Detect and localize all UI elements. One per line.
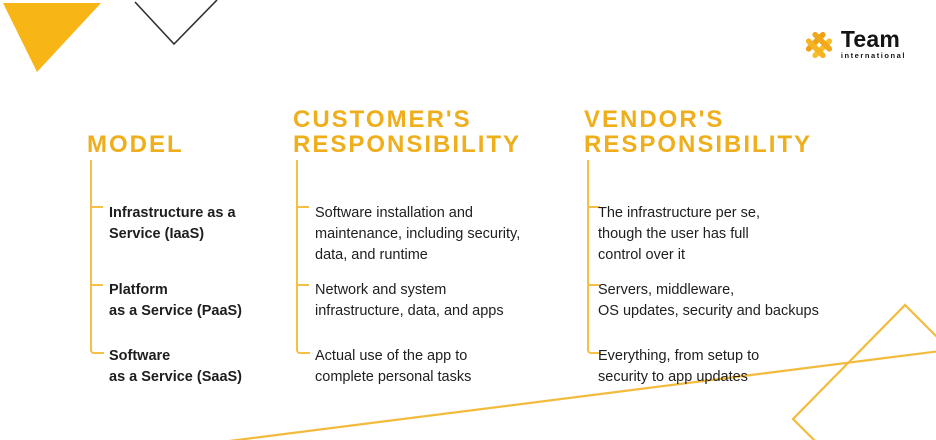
bracket-tick: [90, 206, 103, 208]
team-asterisk-icon: [805, 31, 832, 59]
row-saas-customer: Actual use of the app to complete person…: [315, 346, 471, 388]
item-line: as a Service (SaaS): [109, 369, 243, 385]
item-line: Everything, from setup to: [598, 348, 760, 364]
item-line: as a Service (PaaS): [109, 303, 243, 319]
item-line: Platform: [109, 282, 168, 298]
item-line: Actual use of the app to: [315, 348, 468, 364]
item-line: maintenance, including security,: [315, 226, 521, 242]
row-iaas-vendor: The infrastructure per se, though the us…: [598, 203, 760, 266]
item-line: Software: [109, 348, 171, 364]
bracket-line: [90, 160, 104, 354]
item-line: security to app updates: [598, 369, 748, 385]
item-line: Infrastructure as a: [109, 205, 236, 221]
item-line: though the user has full: [598, 226, 749, 242]
item-line: complete personal tasks: [315, 369, 472, 385]
rotated-rectangle-decoration-icon: [791, 303, 936, 440]
header-line: VENDOR'S: [584, 106, 725, 133]
item-line: Software installation and: [315, 205, 473, 221]
yellow-triangle-decoration-icon: [3, 3, 101, 72]
row-saas-vendor: Everything, from setup to security to ap…: [598, 346, 759, 388]
header-line: MODEL: [87, 131, 184, 158]
column-header-model: MODEL: [87, 132, 184, 157]
row-paas-customer: Network and system infrastructure, data,…: [315, 280, 504, 322]
item-line: The infrastructure per se,: [598, 205, 760, 221]
row-saas-model: Software as a Service (SaaS): [109, 346, 242, 388]
bracket-tick: [587, 206, 600, 208]
team-international-logo: Team international: [804, 28, 906, 60]
bracket-tick: [90, 284, 103, 286]
item-line: data, and runtime: [315, 247, 428, 263]
bracket-tick: [296, 284, 309, 286]
item-line: control over it: [598, 247, 686, 263]
bracket-line: [296, 160, 310, 354]
item-line: Network and system: [315, 282, 447, 298]
row-paas-model: Platform as a Service (PaaS): [109, 280, 242, 322]
row-iaas-customer: Software installation and maintenance, i…: [315, 203, 520, 266]
item-line: infrastructure, data, and apps: [315, 303, 504, 319]
row-paas-vendor: Servers, middleware, OS updates, securit…: [598, 280, 819, 322]
bracket-tick: [587, 284, 600, 286]
chevron-decoration-icon: [134, 0, 218, 46]
logo-text: Team international: [840, 26, 906, 61]
row-iaas-model: Infrastructure as a Service (IaaS): [109, 203, 236, 245]
logo-tagline: international: [840, 51, 906, 60]
header-line: CUSTOMER'S: [293, 106, 472, 133]
column-header-vendor: VENDOR'S RESPONSIBILITY: [584, 107, 812, 157]
item-line: Servers, middleware,: [598, 282, 735, 298]
bracket-line: [587, 160, 601, 354]
item-line: OS updates, security and backups: [598, 303, 819, 319]
item-line: Service (IaaS): [109, 226, 205, 242]
header-line: RESPONSIBILITY: [293, 131, 522, 158]
column-header-customer: CUSTOMER'S RESPONSIBILITY: [293, 107, 521, 157]
logo-name: Team: [840, 26, 901, 52]
header-line: RESPONSIBILITY: [584, 131, 813, 158]
bracket-tick: [296, 206, 309, 208]
